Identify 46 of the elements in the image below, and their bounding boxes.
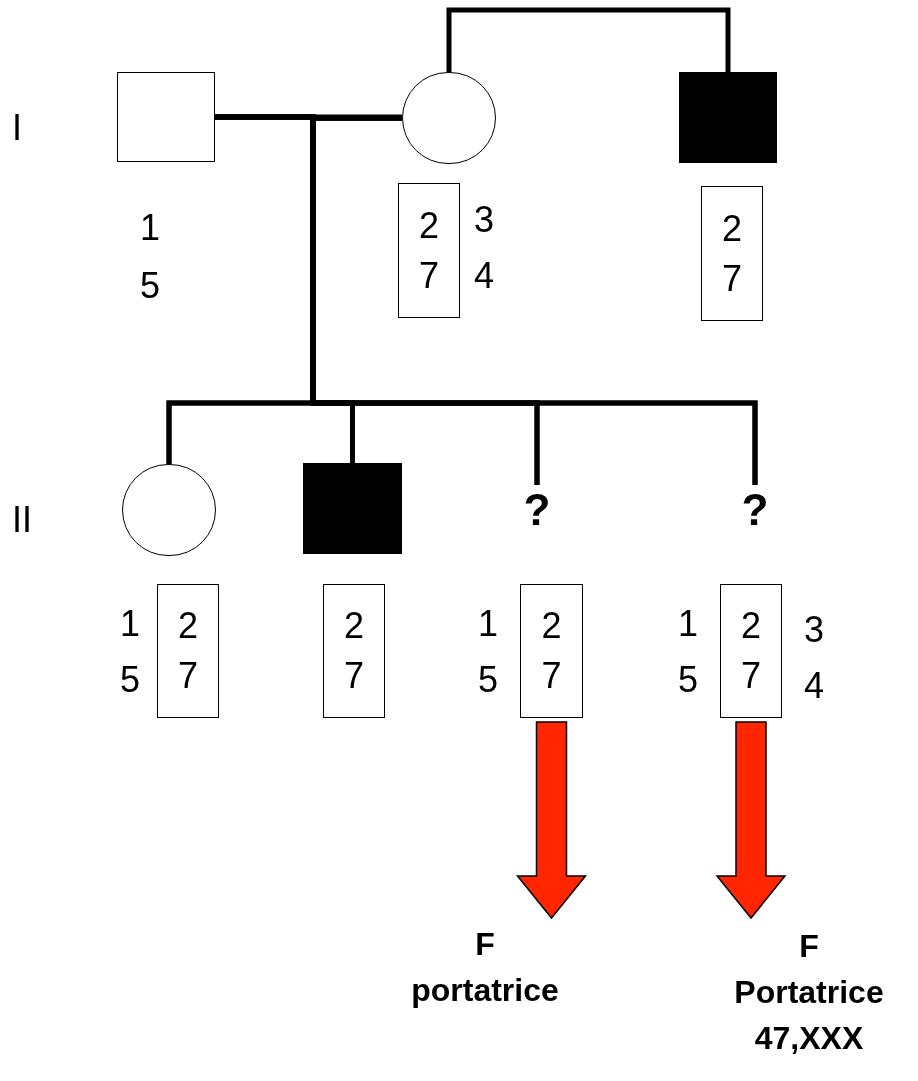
allele-number: 2 <box>344 608 364 644</box>
generation-label: I <box>12 110 22 146</box>
allele-number: 2 <box>541 608 562 644</box>
allele-number: 5 <box>120 662 141 698</box>
allele-number: 5 <box>678 662 699 698</box>
result-line: 47,XXX <box>754 1019 864 1058</box>
haplotype-box <box>520 584 583 718</box>
question-mark: ? <box>523 488 551 532</box>
allele-number: 4 <box>804 668 825 704</box>
allele-number: 2 <box>178 608 198 644</box>
haplotype-box <box>701 186 763 321</box>
pedigree-line <box>446 7 731 72</box>
male-square <box>679 72 777 163</box>
result-line: Portatrice <box>734 973 884 1012</box>
allele-number: 1 <box>120 606 141 642</box>
block-arrow <box>515 721 588 920</box>
allele-number: 2 <box>419 207 439 244</box>
male-square <box>117 72 215 162</box>
allele-number: 7 <box>344 658 364 694</box>
result-line: portatrice <box>411 971 559 1010</box>
question-mark: ? <box>741 488 769 532</box>
allele-number: 7 <box>178 658 198 694</box>
allele-number: 7 <box>541 658 562 694</box>
haplotype-box <box>157 584 219 718</box>
allele-number: 7 <box>722 260 742 297</box>
allele-number: 2 <box>741 608 761 644</box>
haplotype-box <box>398 183 460 318</box>
result-line: F <box>799 927 819 966</box>
allele-number: 1 <box>678 606 699 642</box>
allele-number: 5 <box>140 268 161 304</box>
allele-number: 2 <box>722 210 742 247</box>
haplotype-box <box>323 584 385 718</box>
allele-number: 5 <box>478 662 499 698</box>
male-square <box>303 463 402 554</box>
allele-number: 7 <box>419 257 439 294</box>
haplotype-box <box>720 584 782 718</box>
block-arrow <box>715 721 787 920</box>
result-line: F <box>475 925 495 964</box>
allele-number: 7 <box>741 658 761 694</box>
allele-number: 1 <box>140 210 161 246</box>
allele-number: 1 <box>478 606 499 642</box>
allele-number: 3 <box>804 612 825 648</box>
pedigree-line <box>310 115 758 485</box>
allele-number: 4 <box>474 258 495 294</box>
generation-label: II <box>12 502 32 538</box>
allele-number: 3 <box>474 202 495 238</box>
